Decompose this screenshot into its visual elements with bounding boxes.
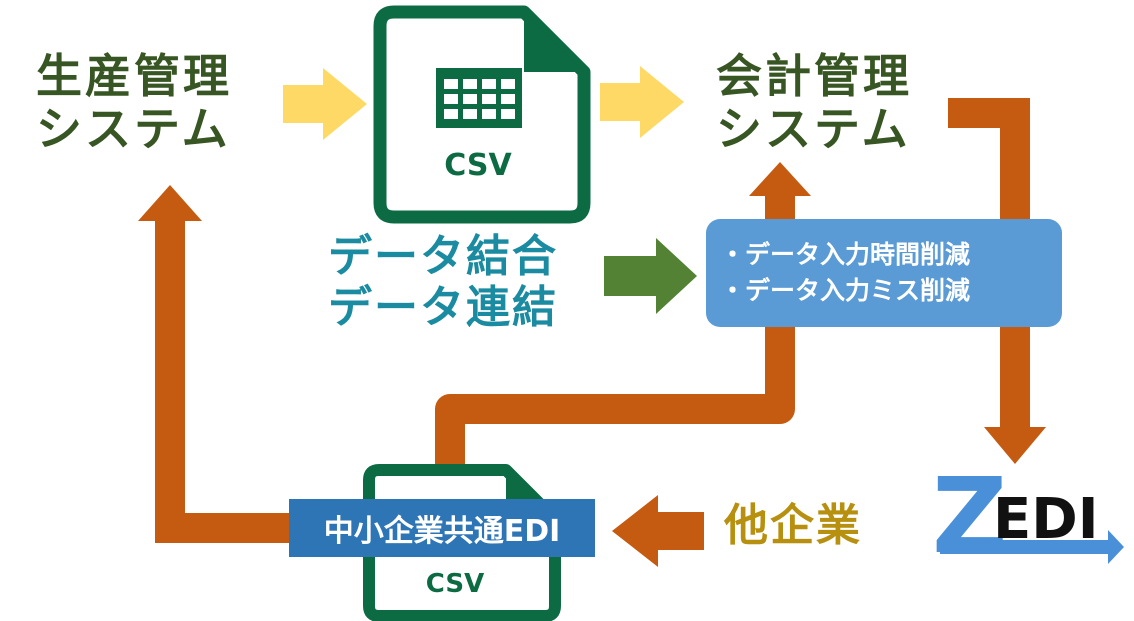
benefit-item-errors: ・データ入力ミス削減 (720, 276, 971, 305)
production-system-line2: システム (36, 101, 231, 156)
data-ops-line1: データ結合 (328, 231, 558, 282)
data-ops-to-benefits-arrow (604, 238, 697, 314)
production-system-label: 生産管理 システム (36, 50, 232, 156)
zedi-logo-z: Z (932, 455, 1007, 577)
production-system-line1: 生産管理 (36, 49, 232, 103)
zedi-logo-text: EDI (993, 487, 1099, 552)
other-company-to-edi-arrow (612, 495, 704, 567)
benefit-item-time: ・データ入力時間削減 (720, 240, 971, 269)
data-operations-label: データ結合 データ連結 (328, 231, 558, 333)
return-arrow-to-production (138, 185, 289, 543)
other-company-label: 他企業 (724, 500, 862, 551)
benefits-box: ・データ入力時間削減 ・データ入力ミス削減 (706, 219, 1062, 327)
accounting-system-label: 会計管理 システム (716, 50, 912, 156)
production-to-csv-arrow (283, 68, 367, 140)
csv-to-accounting-yellow-arrow (600, 66, 684, 138)
csv-label-bottom: CSV (426, 569, 484, 599)
zedi-logo: Z EDI (932, 455, 1124, 577)
sme-edi-label: 中小企業共通EDI (289, 499, 595, 557)
accounting-system-line1: 会計管理 (716, 49, 912, 103)
data-ops-line2: データ連結 (328, 281, 558, 333)
accounting-system-line2: システム (716, 101, 911, 156)
csv-label-top: CSV (444, 148, 512, 183)
spreadsheet-file-icon: CSV (373, 5, 591, 224)
